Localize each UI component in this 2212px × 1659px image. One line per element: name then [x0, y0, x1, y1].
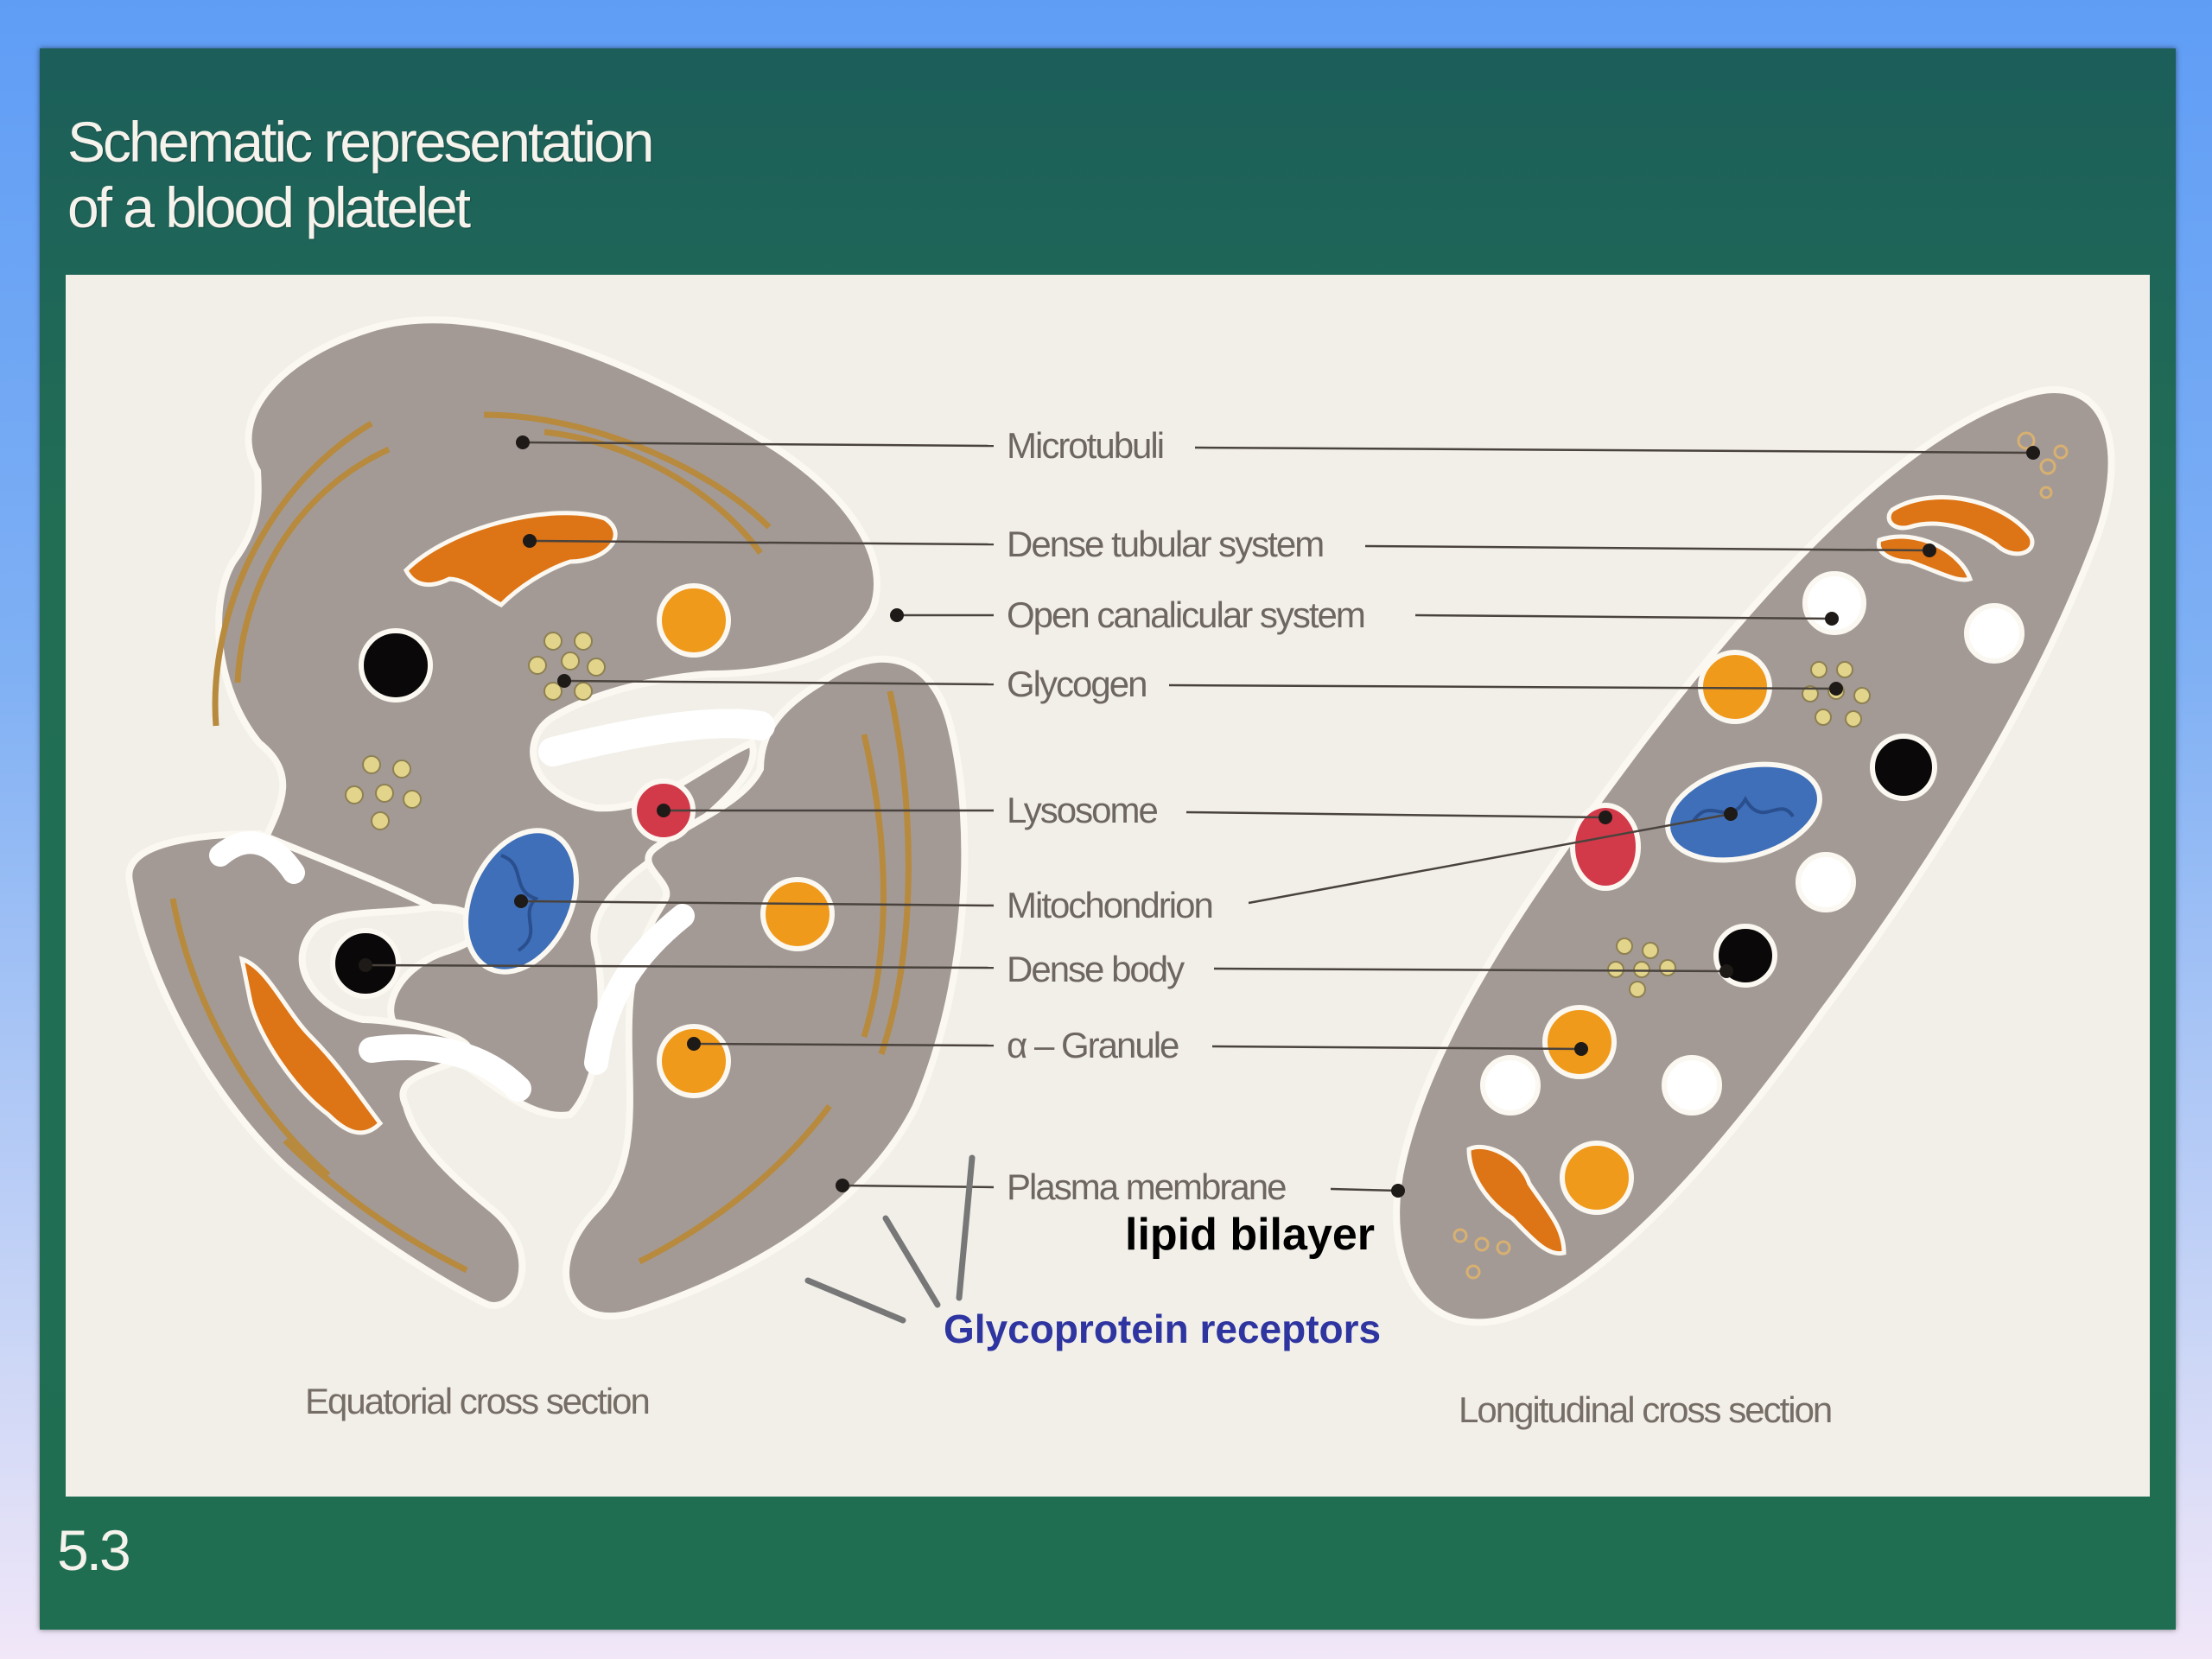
slide-title: Schematic representation of a blood plat…	[67, 110, 654, 239]
caption-equatorial: Equatorial cross section	[305, 1381, 649, 1421]
mitochondrion	[1665, 761, 1822, 863]
dense-tubular-system	[1886, 495, 2035, 556]
label-plasma-membrane: Plasma membrane	[1007, 1166, 1286, 1207]
dense-body	[1870, 734, 1937, 801]
dense-tubular-system	[403, 511, 618, 608]
leader-lines	[359, 435, 2040, 1198]
mitochondrion-cristae	[500, 854, 539, 952]
open-canalicular-vesicle	[1964, 603, 2024, 664]
caption-longitudinal: Longitudinal cross section	[1459, 1389, 1831, 1430]
alpha-granule	[657, 583, 731, 658]
alpha-granule	[1560, 1141, 1634, 1215]
label-alpha-granule: α – Granule	[1007, 1025, 1179, 1065]
open-canalicular-vesicle	[1480, 1055, 1541, 1116]
glycogen-cluster	[1607, 938, 1676, 998]
label-lysosome: Lysosome	[1007, 790, 1158, 830]
equatorial-canalicular-channel	[359, 1034, 531, 1102]
label-glycogen: Glycogen	[1007, 664, 1146, 704]
microtubule-band	[861, 734, 887, 1039]
dense-tubular-system	[238, 956, 384, 1135]
microtubule-band	[638, 1103, 832, 1265]
alpha-granule	[1542, 1005, 1617, 1079]
glycogen-cluster	[345, 755, 422, 830]
microtubule-band	[483, 411, 772, 530]
label-dense-tubular-system: Dense tubular system	[1007, 524, 1323, 564]
alpha-granule	[760, 877, 835, 951]
microtubule-band	[878, 690, 912, 1056]
mitochondrion-cristae	[1692, 795, 1795, 823]
small-vesicles	[1452, 431, 2069, 1280]
dense-tubular-system	[1466, 1144, 1567, 1256]
longitudinal-platelet	[1393, 386, 2115, 1326]
microtubule-band	[169, 898, 331, 1178]
equatorial-canalicular-channel	[584, 904, 695, 1075]
microtubule-band	[212, 420, 373, 727]
receptor-lines	[804, 1154, 976, 1324]
open-canalicular-vesicle	[1796, 852, 1856, 912]
glycogen-cluster	[1802, 661, 1871, 728]
dense-body	[359, 628, 433, 702]
microtubule-band	[543, 429, 763, 556]
figure-number: 5.3	[57, 1518, 131, 1582]
equatorial-canalicular-channel	[538, 709, 775, 766]
microtubule-band	[283, 1138, 468, 1274]
label-mitochondrion: Mitochondrion	[1007, 885, 1212, 925]
overlay-annotations: lipid bilayer Glycoprotein receptors	[804, 1154, 1381, 1351]
open-canalicular-vesicle	[1662, 1055, 1722, 1116]
lysosome	[1570, 803, 1641, 891]
microtubule-band	[234, 446, 391, 683]
label-dense-body: Dense body	[1007, 949, 1185, 989]
equatorial-platelet	[125, 316, 969, 1320]
label-open-canalicular-system: Open canalicular system	[1007, 594, 1364, 635]
labels: Microtubuli Dense tubular system Open ca…	[305, 425, 1833, 1430]
equatorial-canalicular-channel	[209, 831, 305, 884]
lipid-bilayer-label: lipid bilayer	[1125, 1210, 1375, 1260]
glycoprotein-receptors-label: Glycoprotein receptors	[944, 1306, 1381, 1351]
glycogen-cluster	[528, 632, 606, 701]
label-microtubuli: Microtubuli	[1007, 425, 1163, 466]
dense-tubular-system	[1876, 534, 1974, 582]
